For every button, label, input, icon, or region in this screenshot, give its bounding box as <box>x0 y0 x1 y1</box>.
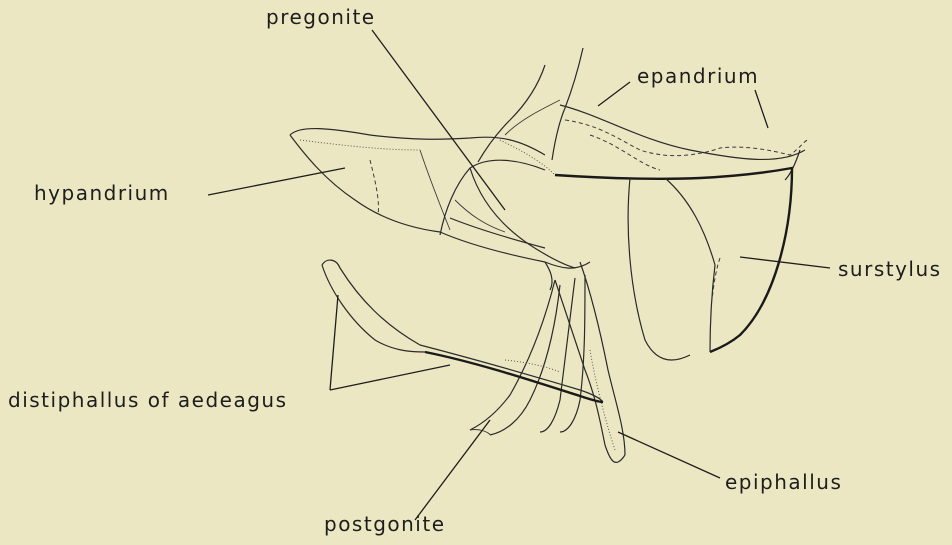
label-surstylus: surstylus <box>838 259 942 279</box>
postgonite-leader <box>415 420 490 520</box>
surstylus-structure <box>555 168 792 360</box>
distiphallus-structure <box>322 260 603 402</box>
label-postgonite: postgonite <box>324 514 446 534</box>
pregonite-leader <box>372 30 505 210</box>
distiphallus-leader-up <box>330 295 338 390</box>
label-hypandrium: hypandrium <box>34 183 170 203</box>
aedeagal-apodeme <box>478 48 583 175</box>
distiphallus-leader-right <box>330 365 450 390</box>
label-epiphallus: epiphallus <box>725 472 842 492</box>
epandrium-leader-right <box>755 90 768 128</box>
leader-lines <box>208 30 830 520</box>
hypandrium-structure <box>290 129 545 232</box>
surstylus-leader <box>740 257 830 268</box>
label-pregonite: pregonite <box>266 7 376 27</box>
label-epandrium: epandrium <box>637 66 759 86</box>
hypandrium-leader <box>208 168 345 195</box>
epiphallus-leader <box>618 432 720 478</box>
label-distiphallus: distiphallus of aedeagus <box>8 390 288 410</box>
epandrium-leader-left <box>598 82 630 106</box>
pregonite-structure <box>440 160 575 268</box>
phallic-complex <box>440 218 625 462</box>
postgonite-structure <box>470 275 585 435</box>
epandrium-structure <box>560 105 808 180</box>
